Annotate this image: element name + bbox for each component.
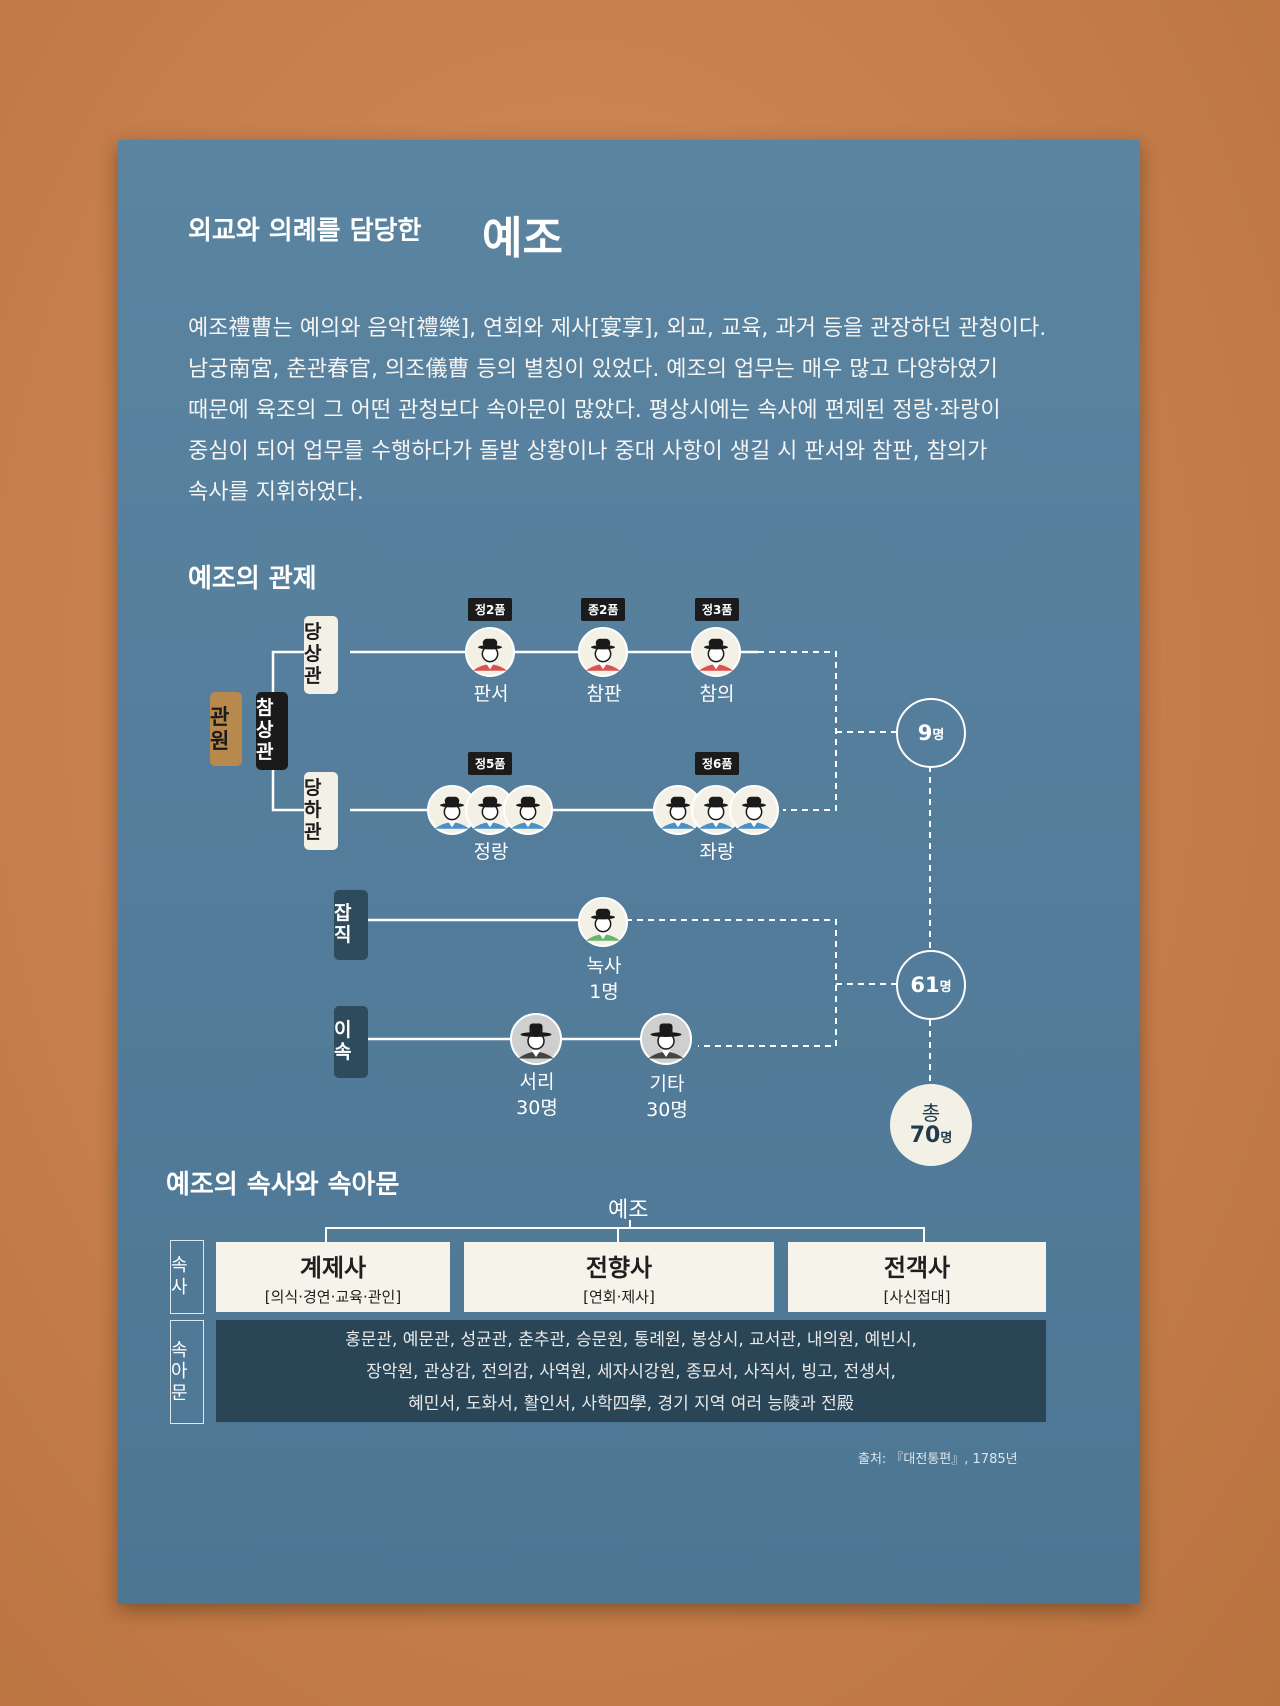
rank-badge-jeong2: 정2품 [468, 598, 513, 621]
intro-line-3: 때문에 육조의 그 어떤 관청보다 속아문이 많았다. 평상시에는 속사에 편제… [188, 398, 1001, 423]
official-icon-noksa [578, 897, 628, 947]
official-icon-champan [578, 627, 628, 677]
intro-line-4: 중심이 되어 업무를 수행하다가 돌발 상황이나 중대 사항이 생길 시 판서와… [188, 439, 988, 464]
intro-line-5: 속사를 지휘하였다. [188, 480, 364, 505]
tree-root-yejo: 예조 [608, 1198, 649, 1223]
sogamun-box: 홍문관, 예문관, 성균관, 춘추관, 승문원, 통례원, 봉상시, 교서관, … [216, 1320, 1046, 1422]
office-gyejesa: 계제사 [의식·경연·교육·관인] [216, 1242, 450, 1312]
role-jwarang: 좌랑 [699, 841, 735, 863]
official-icon-jwarang-3 [729, 785, 779, 835]
sogamun-label: 속아문 [170, 1320, 204, 1424]
intro-line-2: 남궁南宮, 춘관春官, 의조儀曹 등의 별칭이 있었다. 예조의 업무는 매우 … [188, 357, 998, 382]
dangha-label: 당하관 [304, 772, 338, 850]
gwanwon-label: 관원 [210, 692, 242, 766]
office-jeonhyangsa: 전향사 [연회·제사] [464, 1242, 774, 1312]
rank-badge-jong2: 종2품 [581, 598, 626, 621]
official-icon-panseo [465, 627, 515, 677]
official-icon-jeongrang-2 [465, 785, 515, 835]
soksa-label: 속사 [170, 1240, 204, 1314]
office-jeongaeksa: 전객사 [사신접대] [788, 1242, 1046, 1312]
official-icon-chamui [691, 627, 741, 677]
official-icon-jeongrang-3 [503, 785, 553, 835]
role-panseo: 판서 [473, 683, 509, 705]
title-prefix: 외교와 의례를 담당한 [188, 216, 422, 246]
role-champan: 참판 [586, 683, 622, 705]
isok-label: 이속 [334, 1006, 368, 1078]
rank-badge-jeong5: 정5품 [468, 752, 513, 775]
role-chamui: 참의 [699, 683, 735, 705]
source-note: 출처: 『대전통편』, 1785년 [858, 1452, 1018, 1467]
section-heading-subsidiary: 예조의 속사와 속아문 [166, 1170, 400, 1200]
sogamun-line-2: 장악원, 관상감, 전의감, 사역원, 세자시강원, 종묘서, 사직서, 빙고,… [366, 1362, 896, 1382]
rank-badge-jeong3: 정3품 [695, 598, 740, 621]
sogamun-line-3: 혜민서, 도화서, 활인서, 사학四學, 경기 지역 여러 능陵과 전殿 [408, 1394, 854, 1414]
section-heading-organization: 예조의 관제 [188, 564, 317, 594]
role-jeongrang: 정랑 [473, 841, 509, 863]
total-70-circle: 총 70명 [890, 1084, 972, 1166]
official-icon-jwarang-2 [691, 785, 741, 835]
info-panel: 외교와 의례를 담당한 예조 예조禮曹는 예의와 음악[禮樂], 연회와 제사[… [118, 140, 1140, 1604]
rank-badge-jeong6: 정6품 [695, 752, 740, 775]
official-icon-seori [510, 1013, 562, 1065]
official-icon-gita [640, 1013, 692, 1065]
chamsang-label: 참상관 [256, 692, 288, 770]
page-title: 예조 [482, 213, 563, 264]
intro-line-1: 예조禮曹는 예의와 음악[禮樂], 연회와 제사[宴享], 외교, 교육, 과거… [188, 316, 1047, 341]
japjik-label: 잡직 [334, 890, 368, 960]
tree-connectors [325, 1220, 925, 1242]
sogamun-line-1: 홍문관, 예문관, 성균관, 춘추관, 승문원, 통례원, 봉상시, 교서관, … [345, 1330, 917, 1350]
dangsang-label: 당상관 [304, 616, 338, 694]
